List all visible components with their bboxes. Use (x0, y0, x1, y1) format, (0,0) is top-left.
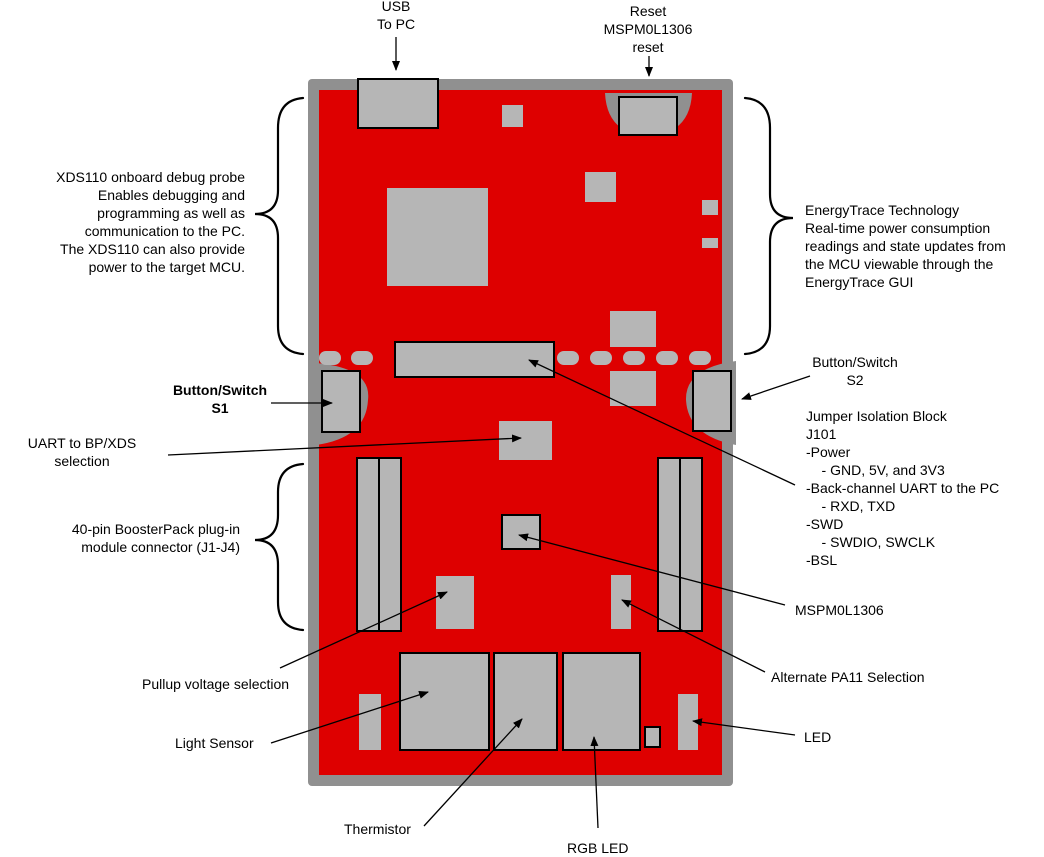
led-part (678, 694, 698, 750)
arrow-mcu (518, 533, 786, 606)
chip-xds-aux (585, 172, 616, 202)
arrow-thermistor (423, 718, 523, 827)
label-xds110: XDS110 onboard debug probe Enables debug… (56, 169, 245, 275)
label-mspm0l1306: MSPM0L1306 (795, 602, 884, 618)
label-usb: USB To PC (376, 0, 416, 32)
label-reset: Reset MSPM0L1306 reset (603, 3, 693, 55)
button-s1 (321, 370, 361, 433)
brace-xds110 (254, 96, 305, 356)
label-pa11-selection: Alternate PA11 Selection (771, 669, 925, 685)
arrow-s2 (741, 375, 811, 400)
label-rgb-led: RGB LED (567, 840, 629, 856)
mspm0l1306-chip (501, 514, 541, 550)
label-light-sensor: Light Sensor (175, 735, 254, 751)
rgb-led-part (562, 652, 641, 751)
label-s2: Button/Switch S2 (812, 354, 898, 388)
pa11-selection-jumper (611, 575, 631, 629)
energytrace-chip-2 (610, 371, 656, 406)
label-pullup-selection: Pullup voltage selection (142, 676, 290, 692)
arrow-pullup (279, 591, 448, 669)
label-thermistor: Thermistor (344, 821, 411, 837)
light-sensor-part (399, 652, 490, 751)
brace-energytrace (743, 96, 794, 356)
label-jumper-block: Jumper Isolation Block J101 -Power - GND… (806, 408, 1000, 568)
xds110-chip (387, 188, 488, 286)
connector-j3 (657, 457, 681, 632)
energytrace-chip-1 (610, 311, 656, 347)
separator-dashes (319, 351, 711, 365)
arrow-pa11 (621, 599, 766, 673)
pullup-selection-jumper (436, 576, 474, 629)
arrow-led (692, 718, 796, 736)
arrow-jumper (528, 359, 796, 486)
small-led-part (644, 726, 661, 748)
jumper-block-j101 (394, 341, 555, 378)
chip-tiny-2 (702, 238, 718, 248)
label-s1: Button/Switch S1 (172, 382, 268, 416)
connector-j2 (378, 457, 402, 632)
chip-tiny-1 (702, 200, 718, 215)
connector-j4 (679, 457, 703, 632)
part-left-bottom (359, 694, 381, 750)
arrow-uart-sel (167, 434, 522, 456)
arrow-light-sensor (270, 690, 429, 744)
reset-button (618, 96, 678, 136)
button-s2 (692, 370, 732, 432)
label-boosterpack: 40-pin BoosterPack plug-in module connec… (71, 521, 240, 555)
label-led: LED (804, 729, 832, 745)
label-energytrace: EnergyTrace Technology Real-time power c… (805, 202, 1006, 290)
arrow-rgb-led (590, 736, 599, 829)
thermistor-part (493, 652, 558, 751)
uart-selection-jumper (499, 421, 552, 460)
connector-j1 (356, 457, 380, 632)
chip-small-top (502, 105, 523, 127)
usb-connector (357, 78, 439, 129)
brace-boosterpack (254, 462, 305, 632)
label-uart-selection: UART to BP/XDS selection (27, 435, 137, 469)
